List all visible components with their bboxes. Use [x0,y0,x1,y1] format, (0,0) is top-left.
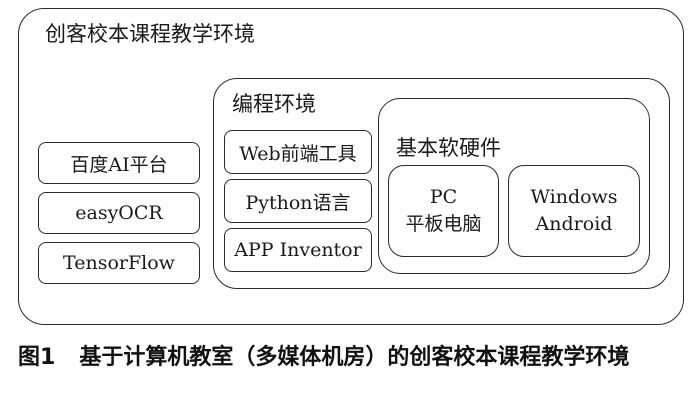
devices-line-1: PC [429,186,458,208]
teaching-environment-title: 创客校本课程教学环境 [45,22,255,46]
figure-caption-text: 基于计算机教室（多媒体机房）的创客校本课程教学环境 [79,345,630,370]
programming-environment-title: 编程环境 [232,92,316,116]
tool-python: Python语言 [224,179,372,223]
basic-hardware-software-title: 基本软硬件 [396,136,501,160]
tool-app-inventor: APP Inventor [224,228,372,272]
tool-web-frontend: Web前端工具 [224,130,372,174]
ai-platform-easyocr: easyOCR [38,192,200,234]
ai-platform-tensorflow: TensorFlow [38,242,200,284]
systems-line-2: Android [535,213,613,235]
devices-card: PC 平板电脑 [388,165,499,257]
ai-platform-baidu: 百度AI平台 [38,142,200,184]
devices-line-2: 平板电脑 [405,213,482,235]
figure-caption: 图1 基于计算机教室（多媒体机房）的创客校本课程教学环境 [18,337,690,379]
systems-card: Windows Android [508,165,640,257]
figure-number: 图1 [18,345,56,370]
systems-line-1: Windows [530,186,618,208]
